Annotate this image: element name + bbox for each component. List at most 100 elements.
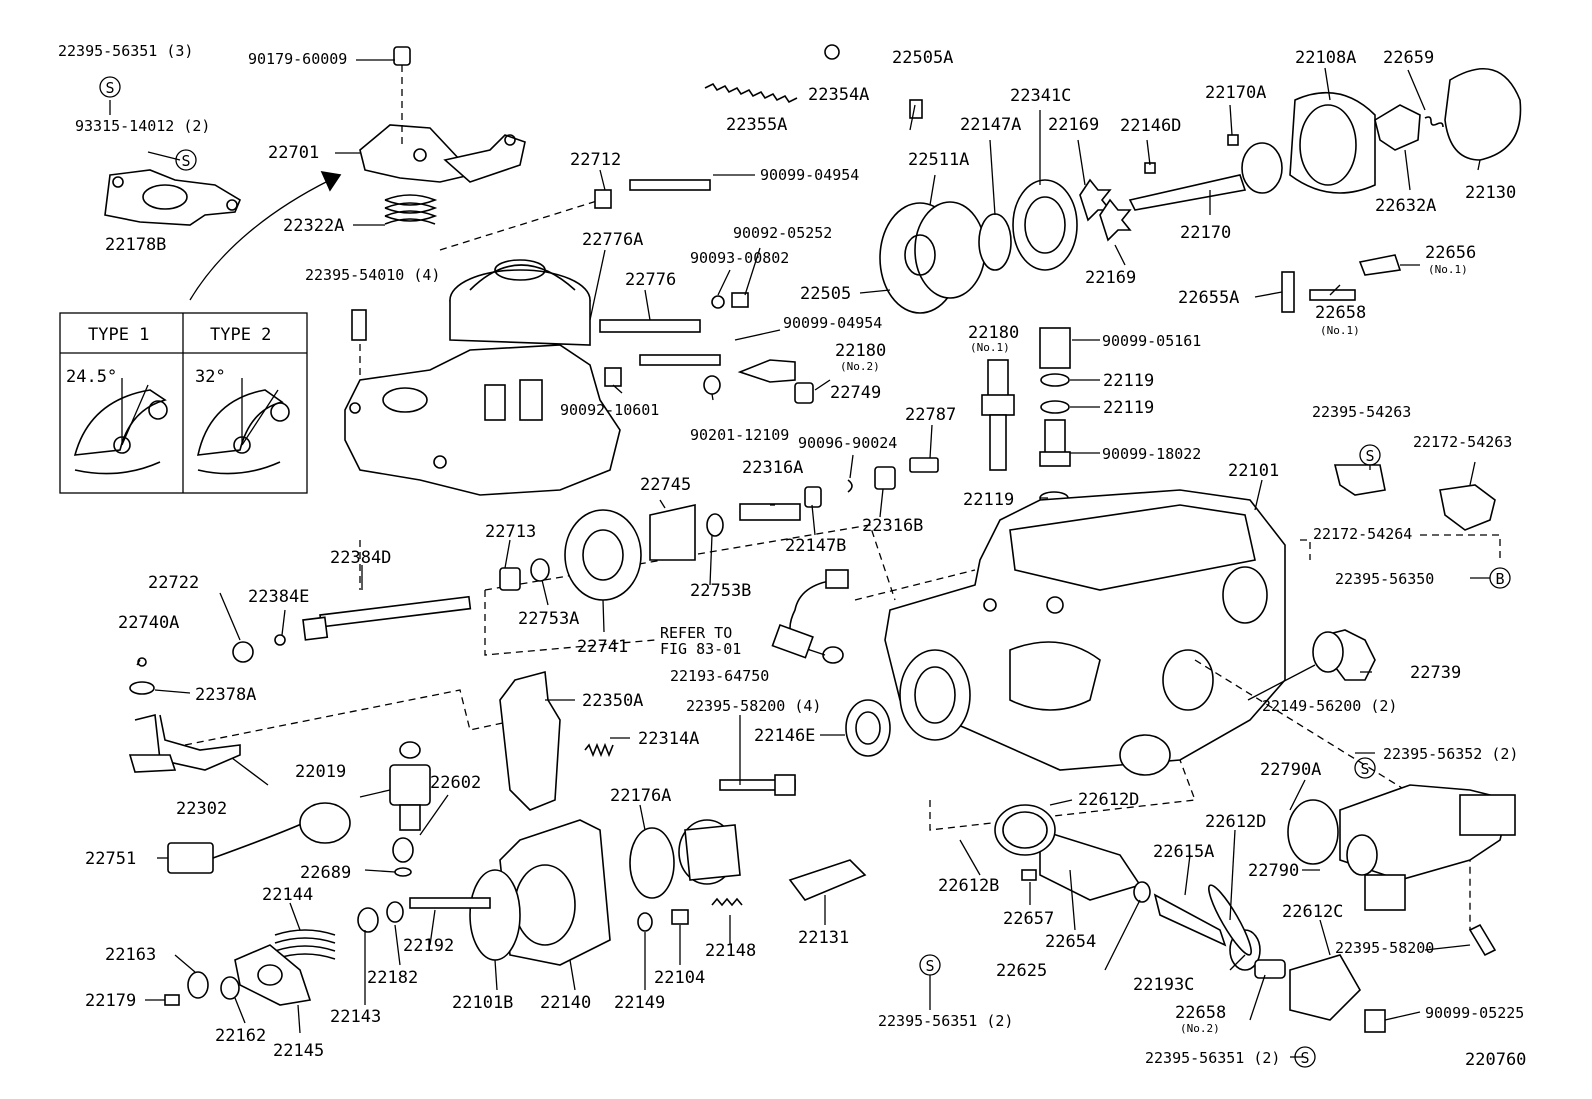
label: 22354A bbox=[808, 85, 869, 105]
label: 22350A bbox=[582, 691, 643, 711]
label: 22147B bbox=[785, 536, 846, 556]
label: 22172-54263 bbox=[1413, 433, 1512, 451]
figure-number: 220760 bbox=[1465, 1050, 1526, 1070]
label: 22149 bbox=[614, 993, 665, 1013]
label: FIG 83-01 bbox=[660, 640, 741, 658]
bracket-22350a bbox=[499, 670, 614, 811]
label: 22314A bbox=[638, 729, 699, 749]
label: 22316A bbox=[742, 458, 803, 478]
label: 22745 bbox=[640, 475, 691, 495]
label: 22316B bbox=[862, 516, 923, 536]
label: 22395-56350 bbox=[1335, 570, 1434, 588]
marker-b: B bbox=[1495, 570, 1504, 588]
type-box bbox=[59, 312, 308, 494]
label: 90092-05252 bbox=[733, 224, 832, 242]
label: 22170 bbox=[1180, 223, 1231, 243]
label: 22147A bbox=[960, 115, 1021, 135]
marker-s-3: S bbox=[1365, 447, 1374, 465]
label: 22019 bbox=[295, 762, 346, 782]
label: 22713 bbox=[485, 522, 536, 542]
valve-22019 bbox=[389, 741, 431, 877]
cap-22354a bbox=[824, 44, 840, 60]
label: 22612C bbox=[1282, 902, 1343, 922]
label: 22712 bbox=[570, 150, 621, 170]
rod-22384d bbox=[232, 504, 724, 663]
type-box-labels: TYPE 1 TYPE 2 24.5° 32° bbox=[66, 325, 271, 387]
flange-22505 bbox=[879, 99, 1132, 314]
label: 22787 bbox=[905, 405, 956, 425]
seal-22146e bbox=[845, 699, 891, 757]
label: 22192 bbox=[403, 936, 454, 956]
label: 22131 bbox=[798, 928, 849, 948]
label: (No.1) bbox=[1320, 324, 1360, 337]
label: 22172-54264 bbox=[1313, 525, 1412, 543]
label: 90099-04954 bbox=[783, 314, 882, 332]
label: 22615A bbox=[1153, 842, 1214, 862]
label: 22101 bbox=[1228, 461, 1279, 481]
label: 22119 bbox=[963, 490, 1014, 510]
label: 22790A bbox=[1260, 760, 1321, 780]
label: 22395-54010 (4) bbox=[305, 266, 440, 284]
label: 22655A bbox=[1178, 288, 1239, 308]
label: 22395-58200 (4) bbox=[686, 697, 821, 715]
label: 22176A bbox=[610, 786, 671, 806]
label: 22146E bbox=[754, 726, 815, 746]
label: 22355A bbox=[726, 115, 787, 135]
harness-22193 bbox=[771, 569, 849, 664]
label: 22602 bbox=[430, 773, 481, 793]
label: 90099-05225 bbox=[1425, 1004, 1524, 1022]
label: 22689 bbox=[300, 863, 351, 883]
label: 22341C bbox=[1010, 86, 1071, 106]
markers: S S S B S S S bbox=[99, 76, 1511, 1068]
bracket-22172 bbox=[1333, 464, 1496, 531]
label: 22505A bbox=[892, 48, 953, 68]
label: REFER TO bbox=[660, 624, 732, 642]
label: 90179-60009 bbox=[248, 50, 347, 68]
head-22140 bbox=[164, 774, 867, 1006]
label: 22722 bbox=[148, 573, 199, 593]
label: 22169 bbox=[1085, 268, 1136, 288]
label: 22193C bbox=[1133, 975, 1194, 995]
label: 22302 bbox=[176, 799, 227, 819]
label: 22612D bbox=[1078, 790, 1139, 810]
label: 22178B bbox=[105, 235, 166, 255]
label: 22625 bbox=[996, 961, 1047, 981]
label: 22130 bbox=[1465, 183, 1516, 203]
label: 22149-56200 (2) bbox=[1262, 697, 1397, 715]
label: 22741 bbox=[577, 637, 628, 657]
label: 22119 bbox=[1103, 398, 1154, 418]
part-labels: 22395-56351 (3) 90179-60009 93315-14012 … bbox=[58, 42, 1526, 1070]
label: 22656 bbox=[1425, 243, 1476, 263]
label: 22505 bbox=[800, 284, 851, 304]
label: 22612D bbox=[1205, 812, 1266, 832]
marker-s-1: S bbox=[105, 79, 114, 97]
label: 22170A bbox=[1205, 83, 1266, 103]
label: 22654 bbox=[1045, 932, 1096, 952]
spring-22322a bbox=[384, 194, 438, 225]
label: 22753B bbox=[690, 581, 751, 601]
label: 22657 bbox=[1003, 909, 1054, 929]
label: 22101B bbox=[452, 993, 513, 1013]
label: 22182 bbox=[367, 968, 418, 988]
label: 22108A bbox=[1295, 48, 1356, 68]
label: 22145 bbox=[273, 1041, 324, 1061]
label: 22395-56351 (3) bbox=[58, 42, 193, 60]
label: 22658 bbox=[1315, 303, 1366, 323]
pins-right bbox=[1281, 254, 1402, 313]
label: 22144 bbox=[262, 885, 313, 905]
label: 22322A bbox=[283, 216, 344, 236]
label: 22104 bbox=[654, 968, 705, 988]
label: 90099-05161 bbox=[1102, 332, 1201, 350]
pump-housing-22101 bbox=[884, 489, 1286, 776]
shaft-22170 bbox=[1128, 68, 1522, 211]
label: 93315-14012 (2) bbox=[75, 117, 210, 135]
label: 22395-56351 (2) bbox=[1145, 1049, 1280, 1067]
label: 22180 bbox=[968, 323, 1019, 343]
bolts-middle bbox=[594, 179, 939, 521]
label: 22701 bbox=[268, 143, 319, 163]
label: 22163 bbox=[105, 945, 156, 965]
label: 22740A bbox=[118, 613, 179, 633]
label: 22753A bbox=[518, 609, 579, 629]
label: 22511A bbox=[908, 150, 969, 170]
